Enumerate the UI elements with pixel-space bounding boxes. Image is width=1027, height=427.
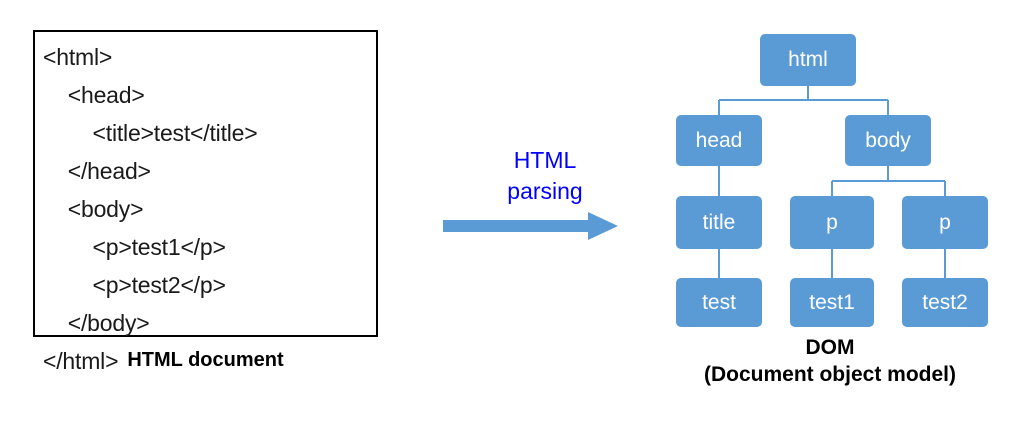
dom-node-p1: p xyxy=(790,196,874,249)
dom-node-title: title xyxy=(676,196,762,249)
code-line: <head> xyxy=(43,82,145,108)
dom-node-test1: test1 xyxy=(790,278,874,327)
code-line: <html> xyxy=(43,44,113,70)
dom-node-head: head xyxy=(676,115,762,166)
code-lines: <html> <head> <title>test</title> </head… xyxy=(43,38,374,380)
dom-node-html: html xyxy=(760,34,856,86)
dom-node-p2: p xyxy=(902,196,988,249)
right-arrow-icon xyxy=(443,212,618,240)
html-parsing-label-line1: HTML xyxy=(513,147,577,173)
code-line: </body> xyxy=(43,310,150,336)
html-document-code-box: <html> <head> <title>test</title> </head… xyxy=(33,30,378,374)
dom-node-test2: test2 xyxy=(902,278,988,327)
dom-node-test: test xyxy=(676,278,762,327)
dom-node-body: body xyxy=(845,115,931,166)
html-parsing-label: HTML parsing xyxy=(470,145,620,207)
html-document-caption: HTML document xyxy=(127,349,284,371)
code-line: </html> xyxy=(43,348,119,374)
code-line: <p>test1</p> xyxy=(43,234,226,260)
html-parsing-label-line2: parsing xyxy=(507,178,583,204)
code-line: <title>test</title> xyxy=(43,120,258,146)
dom-caption-title: DOM xyxy=(805,336,855,359)
code-line: </head> xyxy=(43,158,151,184)
dom-caption-subtitle: (Document object model) xyxy=(703,363,956,386)
code-line: <p>test2</p> xyxy=(43,272,226,298)
code-line: <body> xyxy=(43,196,144,222)
tree-connectors xyxy=(718,86,946,278)
